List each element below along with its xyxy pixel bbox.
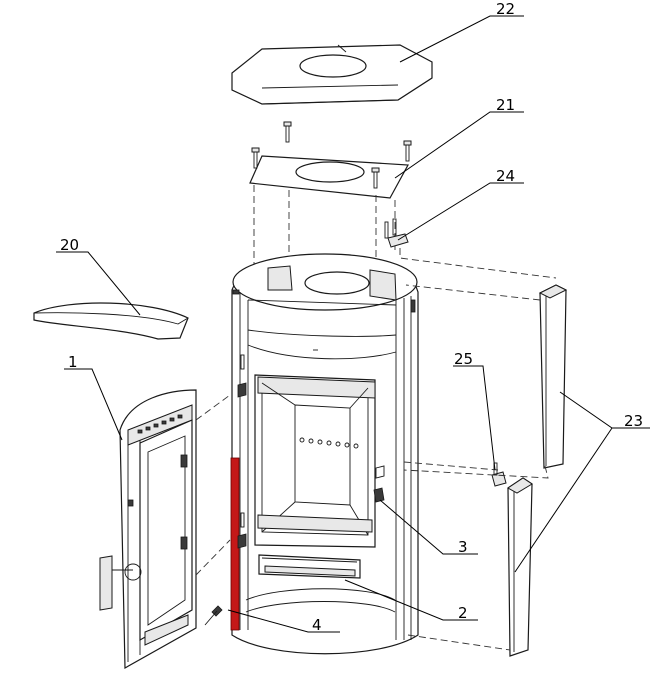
part-23-side-panel-upper	[538, 284, 568, 469]
leaders	[56, 15, 650, 633]
callout-3: 3	[458, 538, 468, 556]
stove-body	[230, 253, 419, 655]
screw	[251, 121, 412, 189]
part-20-side-plate	[33, 302, 189, 340]
callout-labels: 22 21 24 20 1 25 23 3 2 4	[60, 0, 643, 634]
callout-2: 2	[458, 604, 468, 622]
part-23-side-panel-lower	[507, 477, 533, 657]
part-4-rod	[204, 605, 223, 626]
callout-22: 22	[496, 0, 515, 18]
hinge-pins	[237, 354, 247, 549]
callout-1: 1	[68, 353, 78, 371]
part-24-bracket	[384, 218, 557, 279]
air-holes	[299, 437, 359, 449]
door-top-holes	[137, 414, 183, 434]
part-25-clip	[403, 461, 507, 487]
callout-20: 20	[60, 236, 79, 254]
part-22-top-plate	[231, 44, 433, 105]
part-1-door	[99, 389, 231, 670]
callout-25: 25	[454, 350, 473, 368]
part-21-cover-plate	[249, 121, 412, 282]
callout-23: 23	[624, 412, 643, 430]
callout-4: 4	[312, 616, 322, 634]
callout-24: 24	[496, 167, 515, 185]
callout-21: 21	[496, 96, 515, 114]
